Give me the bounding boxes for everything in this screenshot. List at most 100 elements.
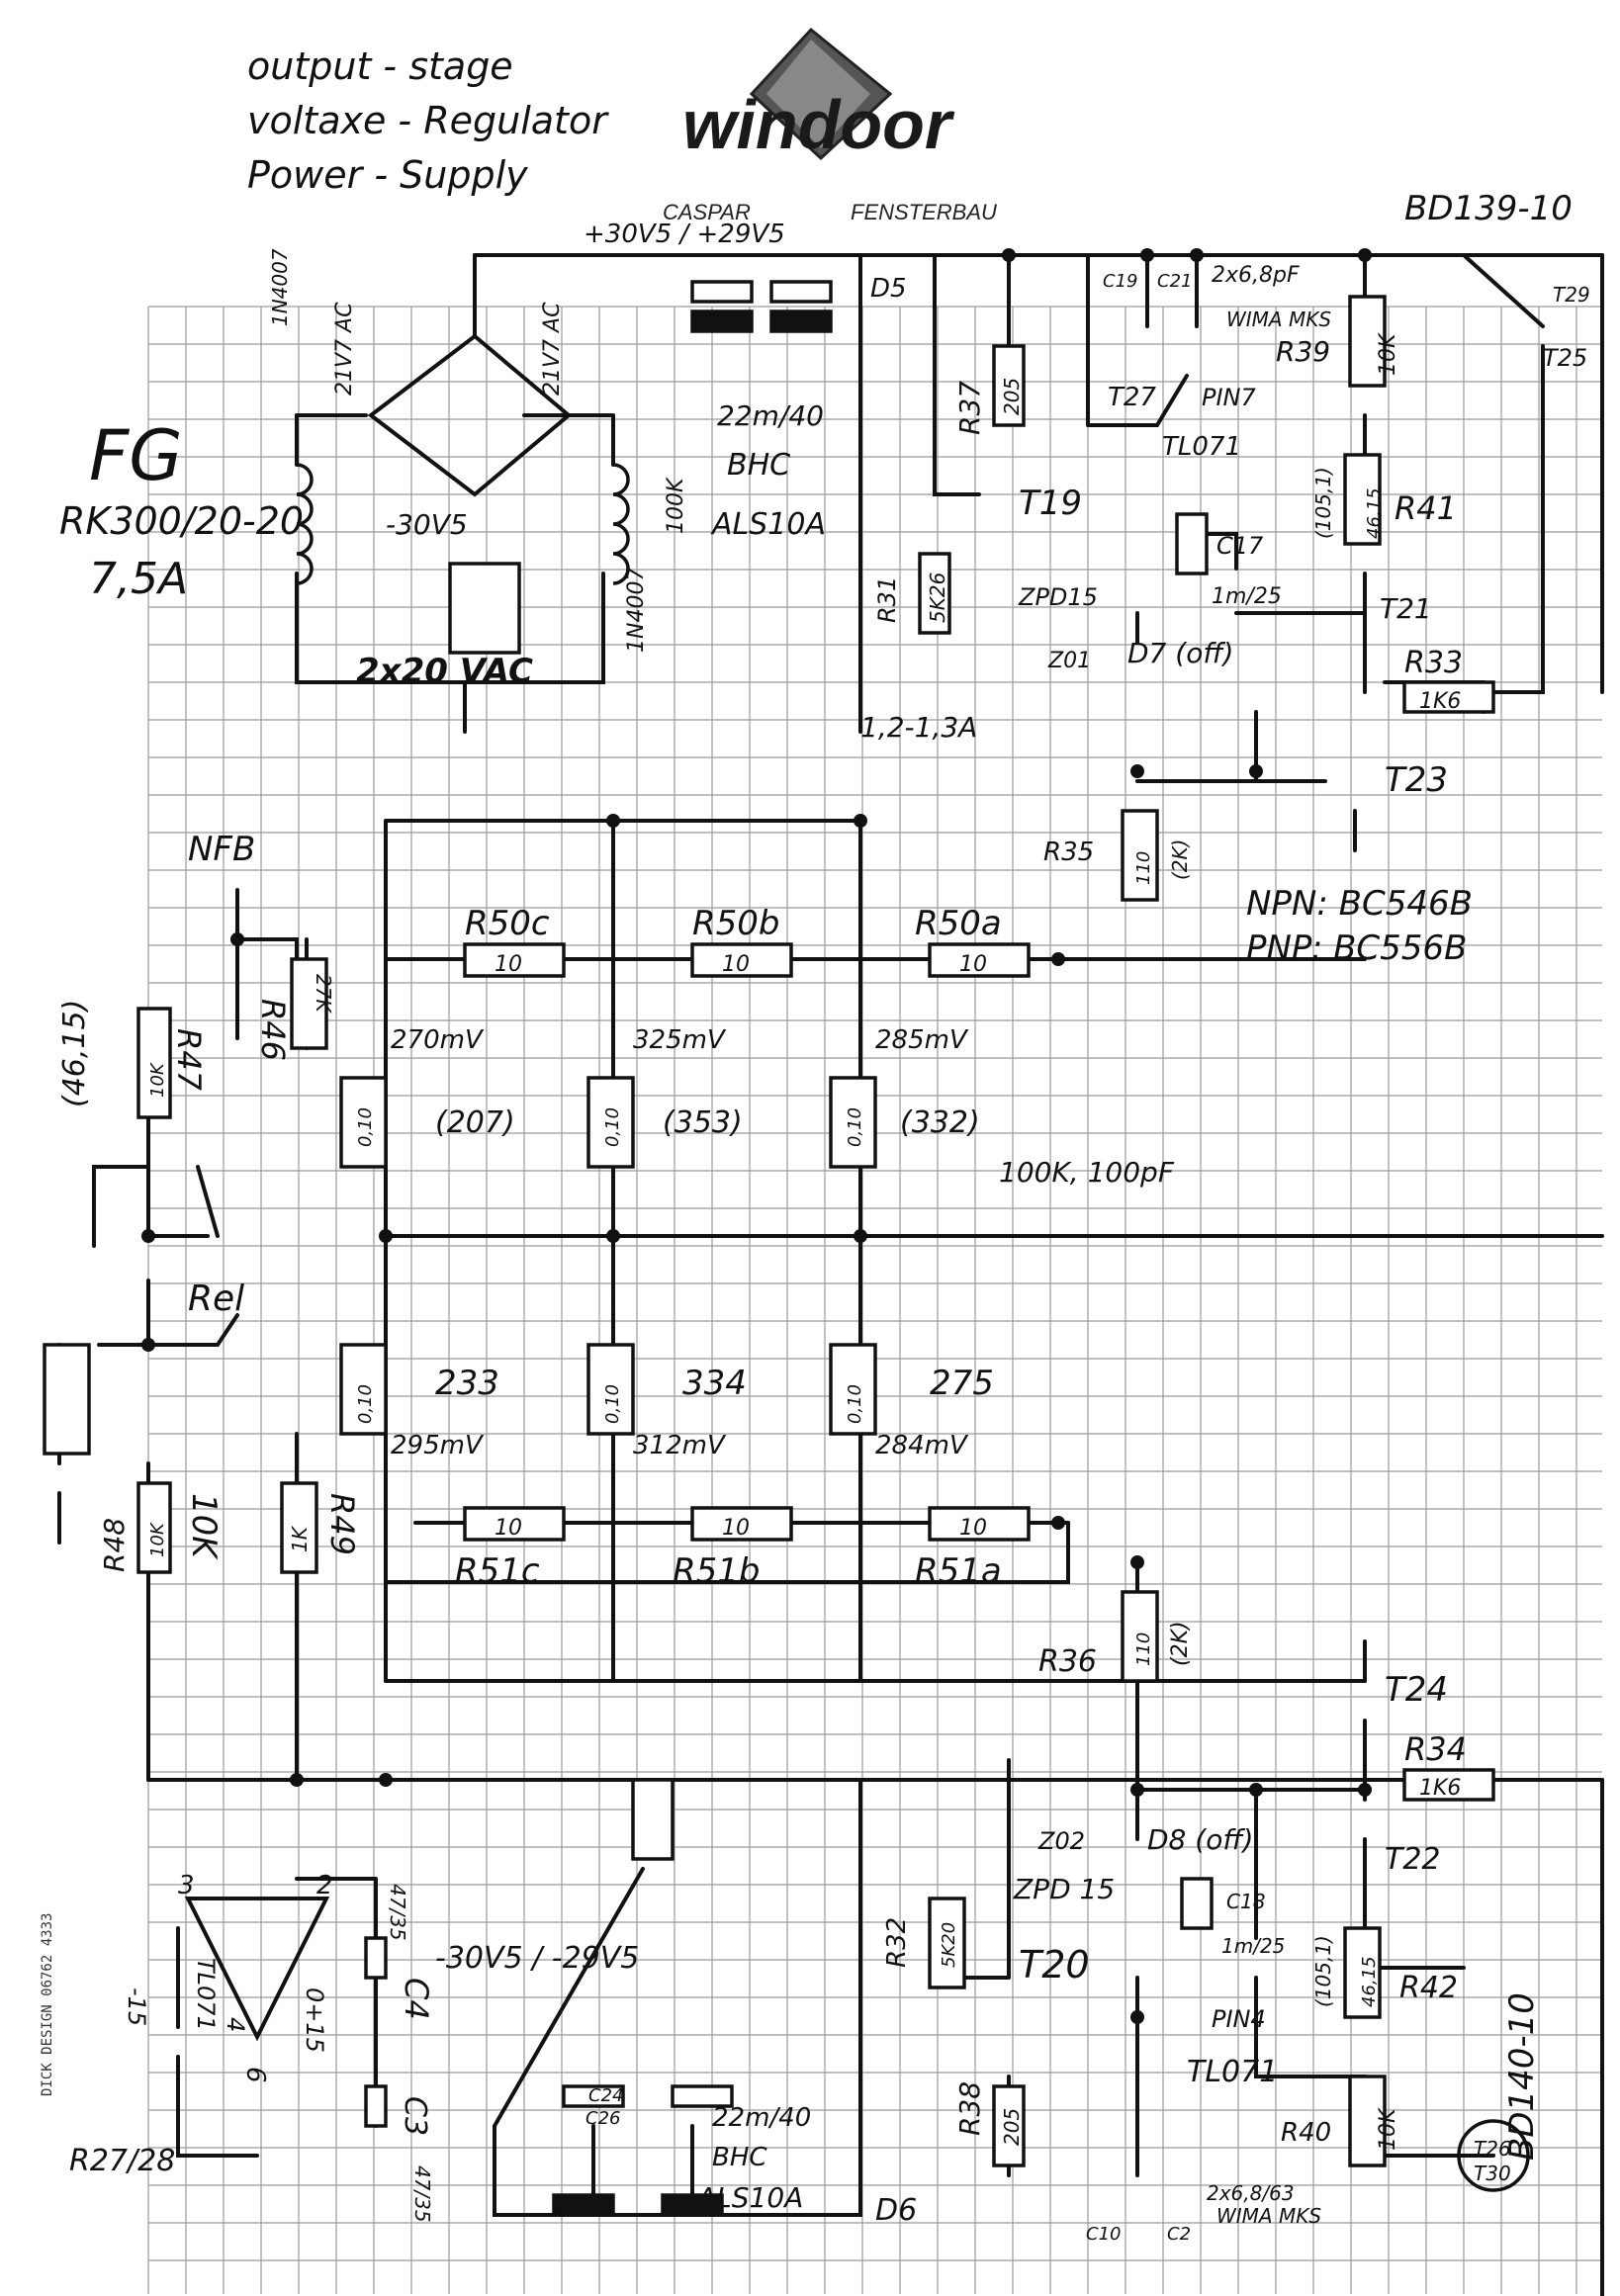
resistor-r31 (918, 552, 951, 635)
label-bridge: RK300/20-20 (59, 499, 304, 543)
resistor-r37 (992, 344, 1026, 427)
label-r50b: R50b (692, 904, 779, 943)
label-r47: R47 (170, 1028, 208, 1092)
label-pin2: 2 (316, 1871, 333, 1900)
label-r36-val: 110 (1133, 1633, 1154, 1666)
label-c19: C19 (1103, 271, 1137, 292)
label-re-5: 0,10 (602, 1384, 623, 1424)
label-r42-val: 46,15 (1359, 1956, 1380, 2007)
capacitor-c17 (1175, 512, 1209, 575)
label-pin3: 3 (178, 1871, 195, 1900)
label-d5: D5 (870, 274, 907, 304)
resistor-emitter-4 (339, 1343, 388, 1436)
label-cap-bottom: 22m/40 (712, 2103, 811, 2133)
logo-left-text: CASPAR (663, 200, 751, 224)
label-d8: D8 (off) (1147, 1823, 1253, 1856)
label-cap-top-part: ALS10A (710, 507, 826, 542)
label-t20: T20 (1019, 1943, 1090, 1987)
label-count-top-3: (332) (900, 1105, 980, 1140)
label-cap-bottom-type: BHC (712, 2143, 767, 2172)
label-plus15: 0+15 (301, 1987, 328, 2053)
label-r35: R35 (1043, 838, 1094, 867)
label-rail-neg: -30V5 (386, 508, 468, 541)
label-bd139: BD139-10 (1404, 189, 1573, 228)
resistor-r40 (1348, 2075, 1387, 2167)
label-r48-val: 10K (147, 1522, 168, 1557)
labels: +30V5 / +29V5 -30V5 2x20 VAC FG RK300/20… (40, 220, 1590, 2245)
label-fuse: FG (89, 415, 183, 496)
resistor-r49 (280, 1481, 318, 1574)
capacitor-c18 (1180, 1877, 1214, 1930)
label-t21: T21 (1380, 592, 1432, 625)
label-t27: T27 (1108, 383, 1156, 412)
label-side-print: DICK DESIGN 06762 4333 (40, 1913, 55, 2096)
label-c10: C10 (1086, 2224, 1121, 2245)
label-r37-val: 205 (1000, 378, 1024, 415)
label-r51a: R51a (915, 1551, 1002, 1591)
label-cap-top-type: BHC (727, 448, 790, 483)
label-c21: C21 (1157, 271, 1192, 292)
label-cap-bottom-part: ALS10A (695, 2181, 803, 2214)
speaker-symbol (43, 1343, 91, 1456)
label-d7: D7 (off) (1127, 637, 1233, 669)
label-minus15: -15 (123, 1987, 150, 2026)
label-bd140: BD140-10 (1502, 1992, 1542, 2161)
resistor-r39 (1348, 295, 1387, 388)
label-r48: R48 (98, 1518, 131, 1572)
label-tl071-top: TL071 (1162, 432, 1241, 462)
resistor-emitter-5 (586, 1343, 635, 1436)
label-mv-bottom-2: 312mV (633, 1431, 727, 1460)
label-count-bottom-3: 275 (930, 1364, 994, 1403)
label-t25: T25 (1543, 344, 1587, 372)
label-r38-val: 205 (1000, 2108, 1024, 2146)
label-c2: C2 (1167, 2224, 1191, 2245)
resistor-r50a (928, 942, 1031, 978)
note-output-stage: output - stage (247, 44, 513, 88)
resistor-emitter-3 (829, 1076, 877, 1169)
resistor-emitter-2 (586, 1076, 635, 1169)
label-t19: T19 (1019, 484, 1082, 523)
label-count-bottom-2: 334 (682, 1364, 747, 1403)
resistor-r35 (1121, 809, 1159, 902)
label-r32-val: 5K20 (939, 1922, 959, 1968)
resistor-r38 (992, 2084, 1026, 2167)
label-r41: R41 (1395, 489, 1457, 527)
label-r50c: R50c (465, 904, 550, 943)
label-zpd15-bottom: ZPD 15 (1013, 1873, 1115, 1905)
label-r51a-val: 10 (959, 1516, 987, 1541)
label-ac-right: 21V7 AC (540, 302, 565, 396)
label-r50c-val: 10 (495, 952, 522, 977)
label-count-top-2: (353) (663, 1105, 743, 1140)
label-pin4: PIN4 (1212, 2005, 1266, 2033)
rail-neg-terminal (631, 1778, 675, 1861)
label-t23: T23 (1385, 760, 1448, 800)
label-re-6: 0,10 (845, 1384, 865, 1424)
resistor-r33 (1402, 680, 1495, 714)
label-t24: T24 (1385, 1670, 1448, 1710)
label-c24: C24 (588, 2085, 623, 2106)
resistor-emitter-1 (339, 1076, 388, 1169)
label-r51b-val: 10 (722, 1516, 750, 1541)
label-r37: R37 (953, 381, 986, 435)
label-ac-left: 21V7 AC (332, 302, 357, 396)
label-r51b: R51b (673, 1551, 760, 1591)
label-res-100k: 100K (664, 477, 688, 534)
label-r51c: R51c (455, 1551, 540, 1591)
label-npn: NPN: BC546B (1246, 884, 1473, 924)
label-r38: R38 (953, 2081, 986, 2136)
label-pnp: PNP: BC556B (1246, 928, 1467, 968)
label-r31: R31 (873, 576, 901, 623)
label-c4-val: 47/35 (386, 1884, 409, 1941)
label-rails-bottom: -30V5 / -29V5 (435, 1941, 639, 1976)
label-current: 1,2-1,3A (860, 711, 977, 744)
label-pin6: 6 (240, 2067, 270, 2083)
label-r41-val: 46,15 (1364, 487, 1385, 539)
label-mv-top-1: 270mV (391, 1025, 485, 1055)
label-count-bottom-1: 233 (435, 1364, 499, 1403)
label-pin4: 4 (222, 2017, 249, 2032)
windoor-logo: windoor CASPAR FENSTERBAU (663, 27, 997, 224)
bridge-cap-symbol (448, 562, 521, 655)
label-r40: R40 (1281, 2118, 1331, 2148)
